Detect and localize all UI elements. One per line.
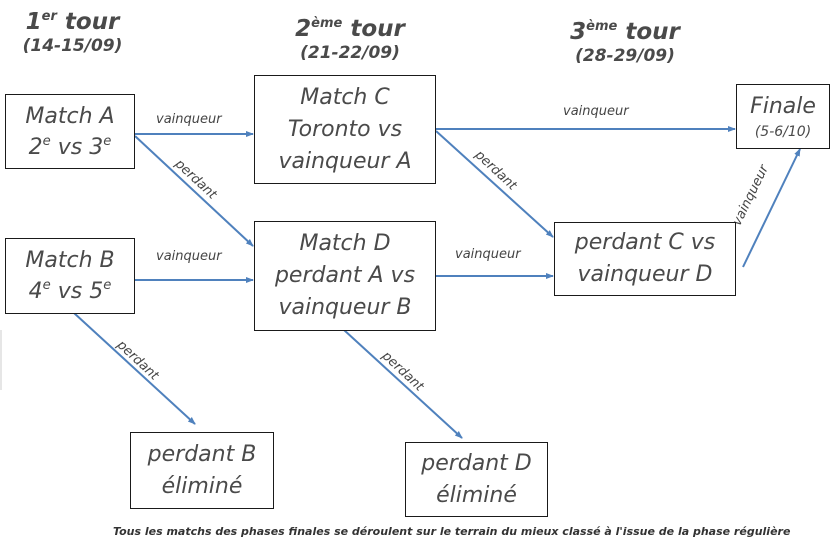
eliminated-d-line2: éliminé	[436, 482, 517, 508]
round-1-dates: (14-15/09)	[22, 36, 123, 56]
label-a-to-c: vainqueur	[156, 112, 222, 127]
match-c-box: Match C Toronto vs vainqueur A	[254, 75, 436, 184]
label-d-to-semi: vainqueur	[455, 247, 521, 262]
eliminated-b-line1: perdant B	[147, 441, 257, 467]
left-edge-strip	[0, 330, 2, 390]
match-d-title: Match D	[299, 231, 391, 256]
eliminated-d-line1: perdant D	[421, 450, 532, 476]
match-a-box: Match A 2e vs 3e	[5, 94, 135, 169]
match-b-title: Match B	[25, 248, 115, 273]
finale-dates: (5-6/10)	[754, 124, 812, 140]
arrow-semi-to-final	[742, 148, 801, 268]
semi-line2: vainqueur D	[577, 262, 713, 287]
eliminated-d-box: perdant D éliminé	[405, 442, 548, 517]
label-b-to-d: vainqueur	[156, 249, 222, 264]
round-3-heading: 3ème tour (28-29/09)	[550, 19, 700, 67]
eliminated-b-box: perdant B éliminé	[130, 432, 274, 509]
match-c-line2: Toronto vs	[287, 116, 403, 142]
match-d-line3: vainqueur B	[278, 295, 412, 320]
match-b-box: Match B 4e vs 5e	[5, 238, 135, 314]
match-c-title: Match C	[300, 84, 390, 110]
match-b-teams: 4e vs 5e	[28, 278, 112, 304]
round-3-dates: (28-29/09)	[575, 46, 675, 66]
eliminated-b-line2: éliminé	[161, 473, 243, 499]
label-c-to-final: vainqueur	[563, 104, 629, 119]
arrow-d-to-elim	[343, 329, 463, 439]
finale-title: Finale	[750, 94, 816, 119]
match-a-teams: 2e vs 3e	[28, 133, 112, 160]
match-d-line2: perdant A vs	[274, 263, 416, 288]
semi-line1: perdant C vs	[574, 230, 716, 255]
round-2-dates: (21-22/09)	[300, 43, 400, 63]
finale-box: Finale (5-6/10)	[736, 84, 830, 149]
footer-note: Tous les matchs des phases finales se dé…	[113, 525, 791, 538]
match-d-box: Match D perdant A vs vainqueur B	[254, 221, 436, 331]
arrow-a-to-d	[134, 135, 254, 247]
match-a-title: Match A	[25, 103, 115, 129]
arrow-c-to-semi	[435, 130, 554, 238]
round-1-heading: 1er tour (14-15/09)	[10, 9, 135, 57]
semi-box: perdant C vs vainqueur D	[554, 222, 736, 296]
arrow-b-to-elim	[73, 312, 196, 425]
round-2-heading: 2ème tour (21-22/09)	[270, 16, 430, 64]
match-c-line3: vainqueur A	[278, 148, 412, 174]
